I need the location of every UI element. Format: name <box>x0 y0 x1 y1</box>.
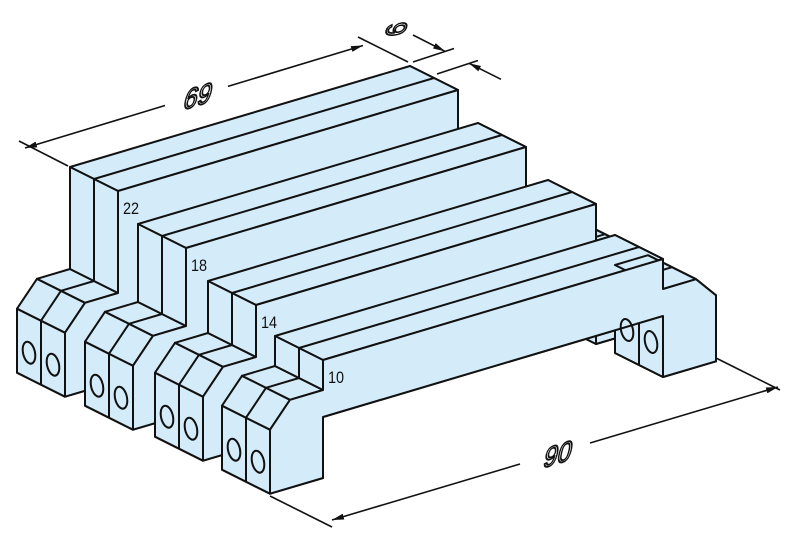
dimension-line-90 <box>589 386 779 444</box>
dimension-line-69 <box>24 104 166 149</box>
step-block-10: 10 <box>221 234 717 495</box>
slab-divider-line <box>245 387 267 419</box>
slab-divider-line <box>60 280 95 292</box>
slab-divider-line <box>298 246 640 349</box>
slab-divider-line <box>161 134 503 237</box>
step-height-label: 18 <box>191 257 207 275</box>
dimension-90-label: 90 <box>541 434 576 475</box>
dimension-line-90 <box>331 463 521 521</box>
step-height-label: 14 <box>261 314 277 332</box>
mounting-hole-icon <box>91 372 104 399</box>
slab-divider-line <box>198 344 233 356</box>
front-face <box>269 258 717 495</box>
mounting-hole-icon <box>185 415 198 442</box>
slab-divider-line <box>128 313 163 325</box>
extension-line-69-right <box>357 36 409 63</box>
slab-divider-line <box>265 377 300 389</box>
extension-line-90-left <box>269 495 333 528</box>
step-height-label: 22 <box>123 200 139 218</box>
mounting-hole-icon <box>115 384 128 411</box>
extension-line-90-right <box>715 357 781 391</box>
mounting-hole-icon <box>228 436 241 463</box>
mounting-hole-icon <box>23 339 36 366</box>
mounting-hole-icon <box>621 316 634 343</box>
mounting-hole-icon <box>645 328 658 355</box>
mounting-hole-icon <box>47 351 60 378</box>
extension-line-69-left <box>18 140 69 167</box>
extension-line-6-a <box>412 47 455 63</box>
dimension-69-label: 69 <box>181 76 216 117</box>
slab-divider-line <box>93 77 435 180</box>
slab-divider-line <box>231 191 573 294</box>
slab-divider-line <box>108 323 130 355</box>
extension-line-6-b <box>436 59 479 75</box>
dimensions <box>18 34 781 528</box>
mounting-hole-icon <box>252 448 265 475</box>
dimension-line-6 <box>468 62 502 81</box>
slab-divider-line <box>40 290 62 322</box>
step-height-label: 10 <box>328 369 344 387</box>
slab-divider-line <box>178 354 200 386</box>
dimension-line-6 <box>412 34 446 53</box>
mounting-hole-icon <box>161 403 174 430</box>
step-blocks: 22 18 14 10 <box>16 65 717 495</box>
dimension-line-69 <box>227 44 364 88</box>
dimension-6-label: 6 <box>378 20 414 38</box>
